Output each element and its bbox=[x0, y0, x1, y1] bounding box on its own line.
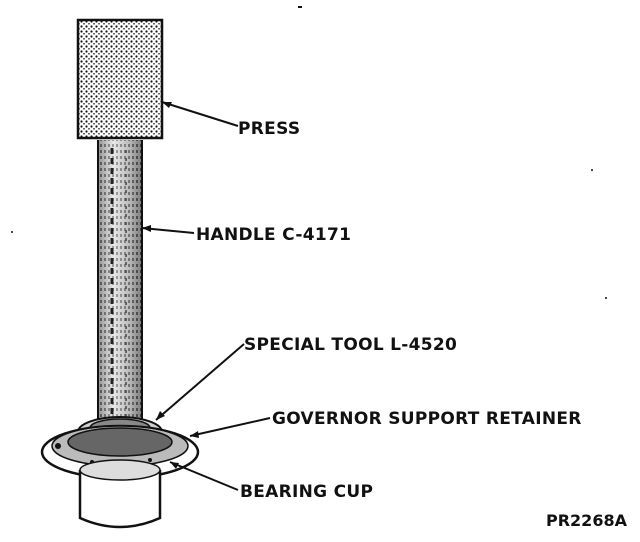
press-ram bbox=[76, 18, 164, 140]
handle-shaft bbox=[97, 140, 143, 422]
bearing-cup-label: BEARING CUP bbox=[240, 482, 373, 502]
press-label: PRESS bbox=[238, 119, 300, 139]
figure-id: PR2268A bbox=[546, 511, 628, 530]
leader-lines bbox=[141, 101, 271, 491]
bearing-cup-body bbox=[78, 459, 162, 529]
special-tool-label: SPECIAL TOOL L-4520 bbox=[244, 335, 457, 355]
handle-label: HANDLE C-4171 bbox=[196, 225, 351, 245]
governor-support-retainer-label: GOVERNOR SUPPORT RETAINER bbox=[272, 409, 582, 429]
scan-specks bbox=[11, 6, 607, 299]
